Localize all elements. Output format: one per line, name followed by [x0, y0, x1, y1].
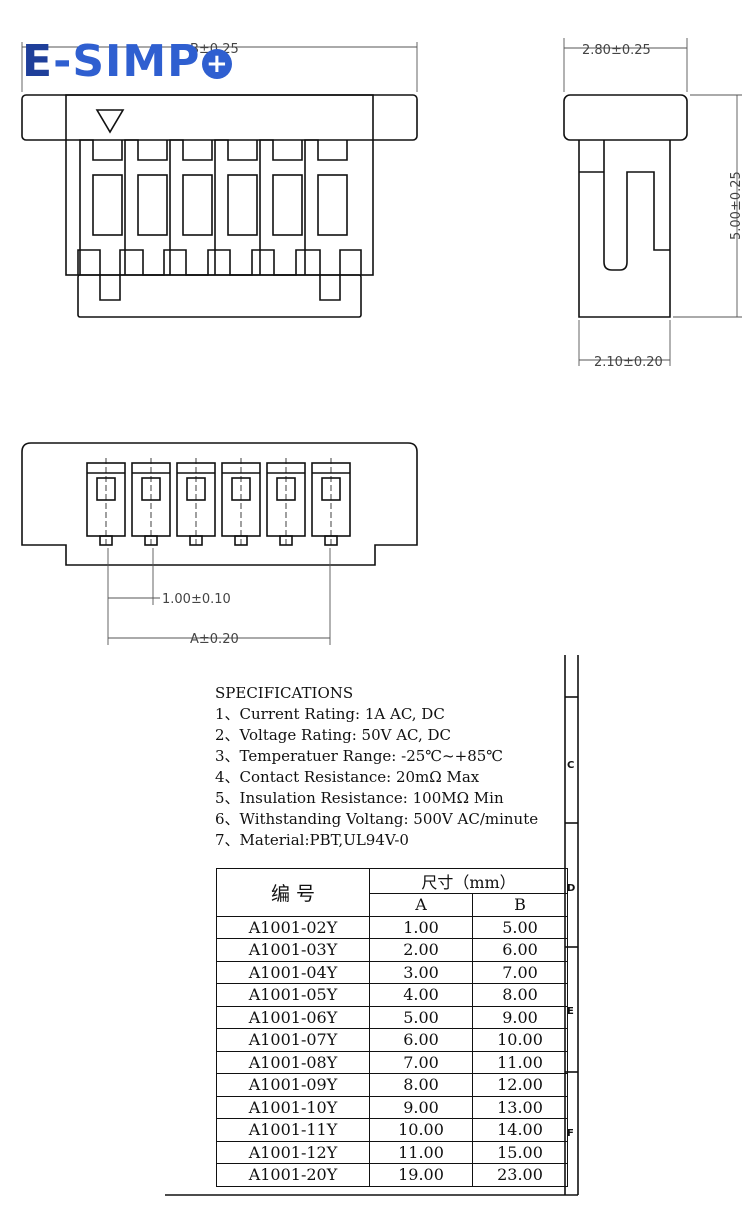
- spec-item: 3、Temperatuer Range: -25℃~+85℃: [215, 747, 504, 765]
- dim-height-label: 5.00±0.25: [729, 171, 744, 240]
- frame-letter-f: F: [567, 1128, 574, 1139]
- dim-depth-label: 2.80±0.25: [582, 43, 651, 58]
- contact-slot: [79, 139, 123, 275]
- dimension-b-cell: 11.00: [472, 1050, 568, 1074]
- part-number-cell: A1001-10Y: [216, 1095, 370, 1119]
- logo-letter-e: E: [22, 36, 54, 87]
- dimension-b-line: [21, 42, 418, 92]
- part-number-cell: A1001-04Y: [216, 960, 370, 984]
- contact-slot: [169, 139, 213, 275]
- contact-slot: [259, 139, 303, 275]
- bottom-view: [21, 442, 418, 566]
- dimension-b-cell: 13.00: [472, 1095, 568, 1119]
- terminal-pin: [266, 458, 306, 548]
- part-number-cell: A1001-05Y: [216, 983, 370, 1007]
- dimension-b-cell: 6.00: [472, 938, 568, 962]
- part-number-cell: A1001-11Y: [216, 1118, 370, 1142]
- spec-item: 6、Withstanding Voltang: 500V AC/minute: [215, 810, 539, 828]
- dimension-a-cell: 1.00: [369, 915, 473, 939]
- dimension-a-cell: 7.00: [369, 1050, 473, 1074]
- side-view: [563, 94, 688, 318]
- dim-base-label: 2.10±0.20: [594, 355, 663, 370]
- part-number-cell: A1001-20Y: [216, 1163, 370, 1187]
- terminal-pin: [221, 458, 261, 548]
- terminal-pin: [176, 458, 216, 548]
- logo-text: -SIMP: [53, 36, 201, 87]
- part-number-cell: A1001-06Y: [216, 1005, 370, 1029]
- size-header: 尺寸（mm）: [369, 868, 568, 894]
- part-number-cell: A1001-07Y: [216, 1028, 370, 1052]
- dimension-a-cell: 4.00: [369, 983, 473, 1007]
- dimension-a-cell: 8.00: [369, 1073, 473, 1097]
- dimension-b-cell: 8.00: [472, 983, 568, 1007]
- dimension-a-cell: 5.00: [369, 1005, 473, 1029]
- dimension-b-cell: 14.00: [472, 1118, 568, 1142]
- dimension-b-cell: 10.00: [472, 1028, 568, 1052]
- dimension-b-cell: 5.00: [472, 915, 568, 939]
- dimension-a-cell: 10.00: [369, 1118, 473, 1142]
- contact-slot: [124, 139, 168, 275]
- dim-pitch-label: 1.00±0.10: [162, 592, 231, 607]
- specifications: SPECIFICATIONS 1、Current Rating: 1A AC, …: [215, 683, 575, 851]
- frame-letter-e: E: [567, 1006, 574, 1017]
- contact-slot: [304, 139, 348, 275]
- specifications-title: SPECIFICATIONS: [215, 684, 354, 702]
- frame-letter-c: C: [567, 760, 575, 771]
- part-number-cell: A1001-08Y: [216, 1050, 370, 1074]
- dimension-b-cell: 7.00: [472, 960, 568, 984]
- column-a-header: A: [369, 893, 473, 917]
- dimension-b-cell: 9.00: [472, 1005, 568, 1029]
- part-number-cell: A1001-12Y: [216, 1140, 370, 1164]
- dimension-b-cell: 23.00: [472, 1163, 568, 1187]
- frame-letter-d: D: [567, 883, 576, 894]
- dimension-a-cell: 6.00: [369, 1028, 473, 1052]
- contact-slot: [214, 139, 258, 275]
- terminal-pin: [86, 458, 126, 548]
- part-number-header: 编 号: [216, 868, 370, 917]
- e-simpo-logo: E-SIMP+: [22, 40, 233, 84]
- dimension-a-cell: 2.00: [369, 938, 473, 962]
- front-view: [21, 94, 418, 318]
- dimension-a-cell: 9.00: [369, 1095, 473, 1119]
- logo-plus-icon: +: [202, 49, 233, 79]
- part-number-cell: A1001-03Y: [216, 938, 370, 962]
- side-dimension-lines: [563, 38, 742, 366]
- dimension-a-cell: 3.00: [369, 960, 473, 984]
- column-b-header: B: [472, 893, 568, 917]
- dimension-a-cell: 19.00: [369, 1163, 473, 1187]
- dimension-a-cell: 11.00: [369, 1140, 473, 1164]
- spec-item: 5、Insulation Resistance: 100MΩ Min: [215, 789, 504, 807]
- dim-span-label: A±0.20: [190, 632, 239, 647]
- spec-item: 1、Current Rating: 1A AC, DC: [215, 705, 445, 723]
- part-number-cell: A1001-09Y: [216, 1073, 370, 1097]
- dimension-b-cell: 12.00: [472, 1073, 568, 1097]
- spec-item: 4、Contact Resistance: 20mΩ Max: [215, 768, 480, 786]
- spec-item: 7、Material:PBT,UL94V-0: [215, 831, 409, 849]
- spec-item: 2、Voltage Rating: 50V AC, DC: [215, 726, 452, 744]
- connector-drawing: B±0.25 2.80±0.25 5.00±0.25 2.10±0.20 1.0…: [21, 38, 744, 647]
- bottom-dimension-lines: [107, 548, 331, 645]
- dimension-b-cell: 15.00: [472, 1140, 568, 1164]
- part-number-cell: A1001-02Y: [216, 915, 370, 939]
- terminal-pin: [131, 458, 171, 548]
- terminal-pin: [311, 458, 351, 548]
